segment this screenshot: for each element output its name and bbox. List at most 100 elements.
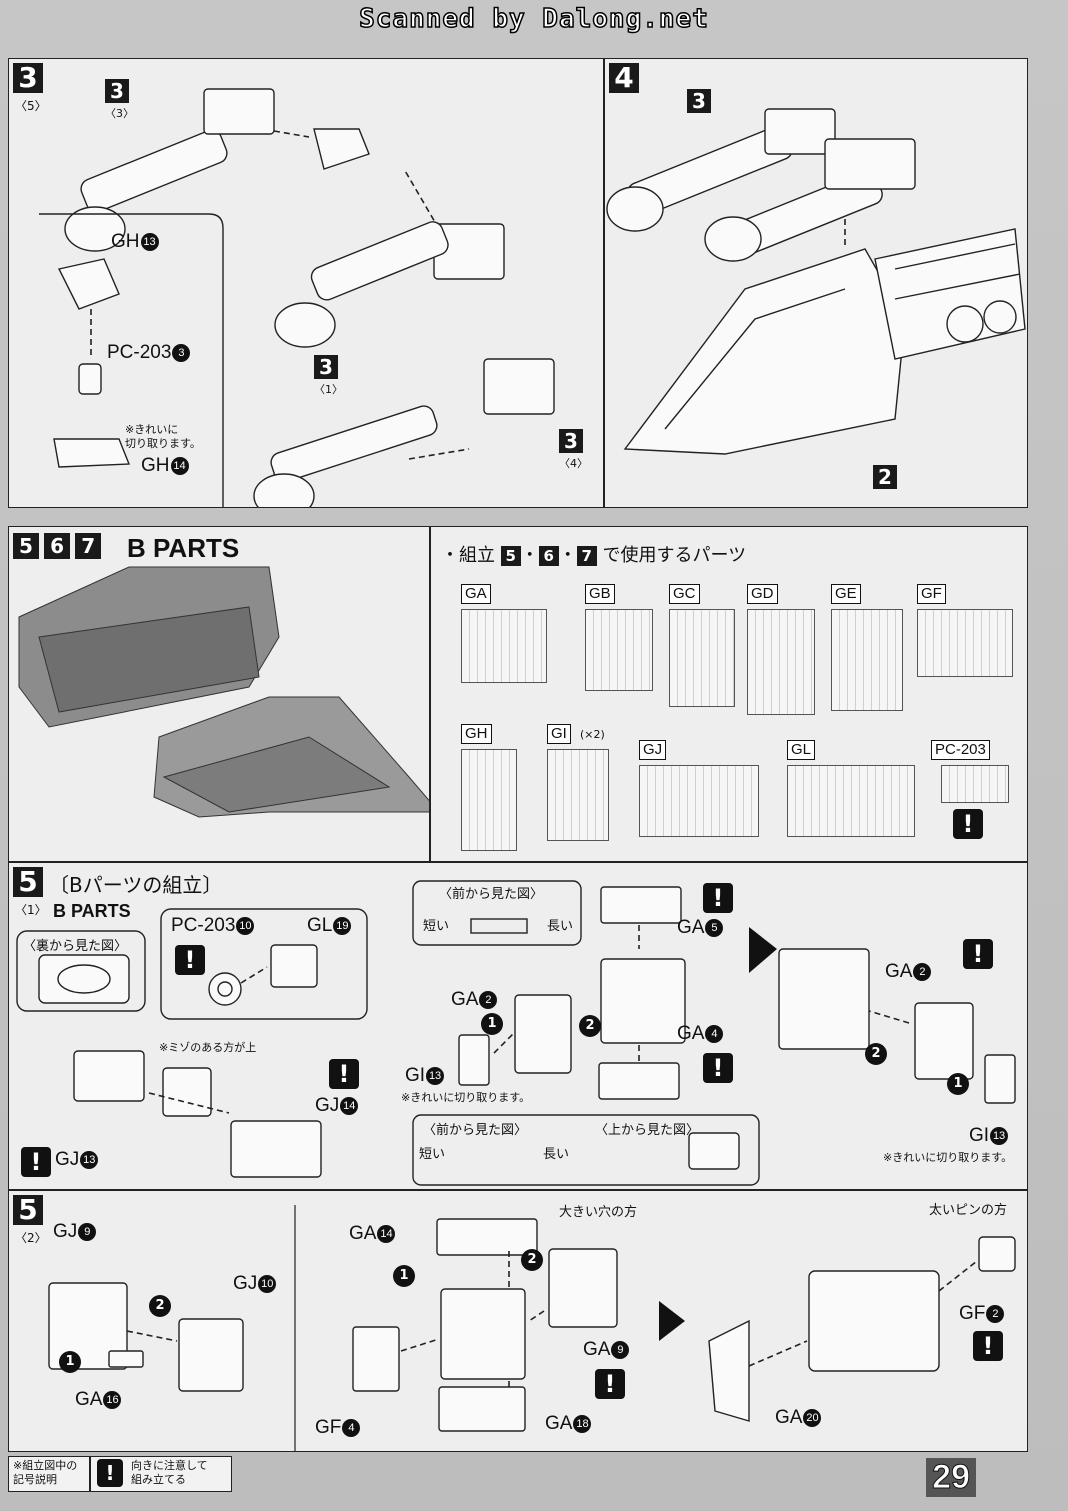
- legend-heading: ※組立図中の 記号説明: [8, 1456, 90, 1492]
- part-number-badge: 2: [479, 990, 498, 1009]
- runner-image: [585, 609, 653, 691]
- sheet-gj: GJ: [639, 739, 759, 837]
- part-number-badge: 20: [803, 1408, 822, 1427]
- sheet-gl: GL: [787, 739, 915, 837]
- part-number-badge: 2: [986, 1304, 1005, 1323]
- caution-icon: !: [21, 1147, 51, 1177]
- top-view-title: 〈上から見た図〉: [595, 1123, 700, 1138]
- runner-image: [547, 749, 609, 841]
- order-1: 1: [481, 1013, 503, 1035]
- sheet-gf: GF: [917, 583, 1013, 677]
- big-hole-note: 大きい穴の方: [559, 1205, 638, 1220]
- parts-list-panel: ・組立 5・6・7 で使用するパーツ GA GB GC GD GE GF: [430, 526, 1028, 862]
- part-number-badge: 2: [913, 962, 932, 981]
- caution-icon: !: [97, 1459, 123, 1487]
- step3-cut-note: ※きれいに 切り取ります。: [125, 423, 201, 450]
- runner-image: [787, 765, 915, 837]
- step5-2-number: 5: [13, 1195, 43, 1225]
- runner-image: [917, 609, 1013, 677]
- step-badge: 6: [538, 546, 559, 566]
- step3-callout-right-number: 3: [559, 429, 583, 453]
- part-number-badge: 14: [377, 1224, 396, 1243]
- step4-callout-bottom: 2: [873, 465, 897, 489]
- step-badge: 7: [75, 533, 102, 559]
- step5-2-illustration: [48, 1205, 1016, 1451]
- step5-1-illustration: [16, 880, 1016, 1186]
- sheet-pc203: PC-203 !: [931, 739, 1009, 839]
- step5-1-number: 5: [13, 867, 43, 897]
- part-number-badge: 10: [236, 916, 255, 935]
- step3-callout-top-sub: 〈3〉: [105, 107, 134, 120]
- bparts-title: B PARTS: [127, 533, 240, 563]
- step5-1-sub: 〈1〉: [15, 903, 47, 917]
- step3-callout-mid-sub: 〈1〉: [314, 383, 343, 396]
- caution-icon: !: [703, 883, 733, 913]
- runner-image: [747, 609, 815, 715]
- order-1: 1: [393, 1265, 415, 1287]
- part-number-badge: 4: [705, 1024, 724, 1043]
- part-number-badge: 9: [611, 1340, 630, 1359]
- page-number: 29: [926, 1458, 976, 1497]
- step3-illustration: [39, 88, 555, 507]
- legend-warn: ! 向きに注意して 組み立てる: [90, 1456, 232, 1492]
- bparts-step-badges: 5 6 7: [13, 533, 102, 559]
- step-badge: 6: [44, 533, 71, 559]
- runner-image: [639, 765, 759, 837]
- step4-illustration: [606, 108, 1026, 455]
- scan-credit: Scanned by Dalong.net: [358, 3, 709, 35]
- part-number-badge: 9: [78, 1222, 97, 1241]
- cut-note-2: ※きれいに切り取ります。: [883, 1151, 1013, 1164]
- step4-callout-top: 3: [687, 89, 711, 113]
- step3-panel: 3 〈5〉 3 〈3〉 3: [8, 58, 604, 508]
- sheet-gc: GC: [669, 583, 735, 707]
- caution-icon: !: [329, 1059, 359, 1089]
- order-2: 2: [521, 1249, 543, 1271]
- cut-note-1: ※きれいに切り取ります。: [401, 1091, 531, 1104]
- part-number-badge: 10: [258, 1274, 277, 1293]
- part-number-badge: 13: [426, 1066, 445, 1085]
- short-label-2: 短い: [419, 1147, 446, 1162]
- long-label-2: 長い: [543, 1147, 570, 1162]
- runner-image: [669, 609, 735, 707]
- part-number-badge: 18: [573, 1414, 592, 1433]
- part-number-badge: 14: [170, 456, 189, 475]
- long-label-1: 長い: [547, 919, 574, 934]
- short-label-1: 短い: [423, 919, 450, 934]
- caution-icon: !: [175, 945, 205, 975]
- part-number-badge: 19: [333, 916, 352, 935]
- sheet-gi: GI (×2): [547, 723, 609, 841]
- sheet-gb: GB: [585, 583, 653, 691]
- runner-image: [461, 749, 517, 851]
- sheet-gd: GD: [747, 583, 815, 715]
- step3-callout-mid-number: 3: [314, 355, 338, 379]
- front-view-title-2: 〈前から見た図〉: [423, 1123, 528, 1138]
- sheet-ge: GE: [831, 583, 903, 711]
- order-2: 2: [579, 1015, 601, 1037]
- back-view-title: 〈裏から見た図〉: [23, 939, 128, 954]
- order-1: 1: [947, 1073, 969, 1095]
- order-2: 2: [149, 1295, 171, 1317]
- step4-number: 4: [609, 63, 639, 93]
- part-number-badge: 5: [705, 918, 724, 937]
- step3-callout-right-sub: 〈4〉: [559, 457, 588, 470]
- step3-number: 3: [13, 63, 43, 93]
- step-badge: 5: [500, 546, 521, 566]
- sheet-ga: GA: [461, 583, 547, 683]
- step3-sub: 〈5〉: [15, 99, 47, 113]
- order-1: 1: [59, 1351, 81, 1373]
